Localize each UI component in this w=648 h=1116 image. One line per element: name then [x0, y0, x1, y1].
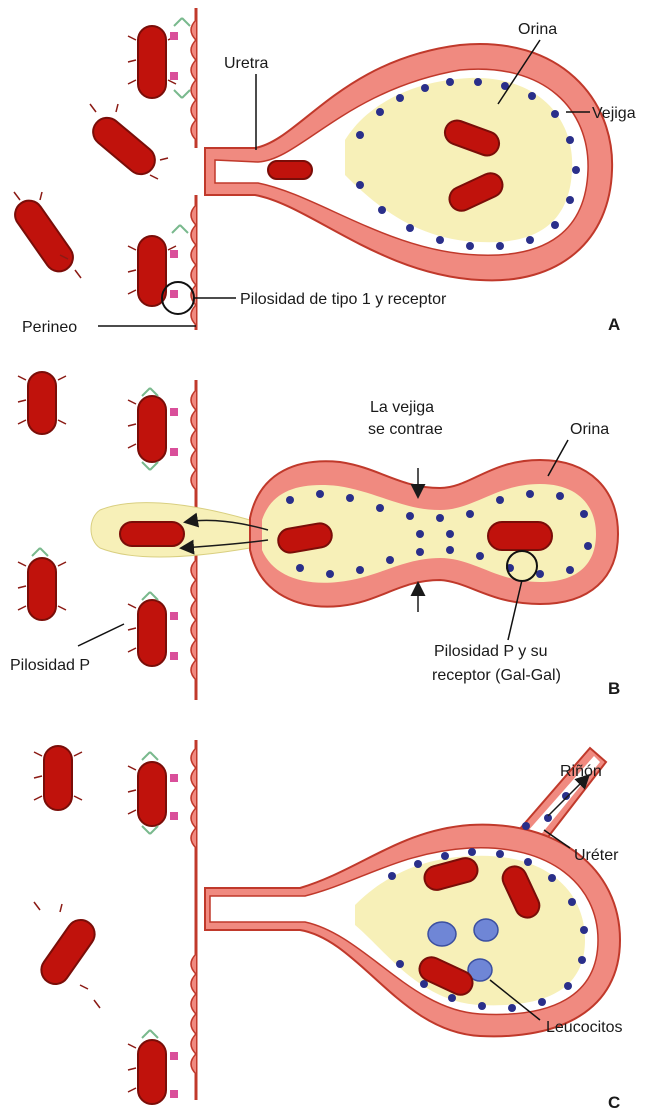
label-receptor-1: Pilosidad P y su: [434, 643, 548, 660]
leukocyte: [474, 919, 498, 941]
panel-letter-c: C: [608, 1093, 620, 1112]
bacterium: [87, 112, 160, 180]
label-orina-b: Orina: [570, 421, 609, 438]
bacterium: [28, 372, 56, 434]
perineum-bumps-a: [191, 20, 196, 325]
bacterium: [120, 522, 184, 546]
green-receptors-a: [172, 18, 190, 233]
bacterium: [138, 762, 166, 826]
label-receptor-2: receptor (Gal-Gal): [432, 667, 561, 684]
bacterium: [28, 558, 56, 620]
label-leucocitos: Leucocitos: [546, 1019, 623, 1036]
bacterium: [138, 1040, 166, 1104]
bacterium: [488, 522, 552, 550]
bacterium: [138, 26, 166, 98]
label-perineo: Perineo: [22, 319, 77, 336]
panel-letter-b: B: [608, 679, 620, 698]
bacterium: [138, 396, 166, 462]
bacterium: [36, 914, 100, 989]
panel-a: Uretra Orina Vejiga Pilosidad de tipo 1 …: [10, 8, 636, 336]
panel-b: La vejiga se contrae Orina Pilosidad P P…: [10, 372, 620, 700]
label-contrae-1: La vejiga: [370, 399, 434, 416]
bacterium: [138, 600, 166, 666]
pilus-receptors-c: [170, 774, 178, 1098]
label-orina-a: Orina: [518, 21, 557, 38]
label-pilosidad-p: Pilosidad P: [10, 657, 90, 674]
label-uretra: Uretra: [224, 55, 269, 72]
label-pilosidad-tipo1: Pilosidad de tipo 1 y receptor: [240, 291, 447, 308]
bacterium: [10, 195, 79, 277]
label-ureter: Uréter: [574, 847, 619, 864]
bacterium: [44, 746, 72, 810]
label-vejiga: Vejiga: [592, 105, 636, 122]
panel-letter-a: A: [608, 315, 620, 334]
bacterium: [268, 161, 312, 179]
label-contrae-2: se contrae: [368, 421, 443, 438]
panel-c: Riñón Uréter Leucocitos C: [34, 740, 623, 1112]
label-rinon: Riñón: [560, 763, 602, 780]
leukocyte: [428, 922, 456, 946]
pilus-receptors-a: [170, 32, 178, 298]
